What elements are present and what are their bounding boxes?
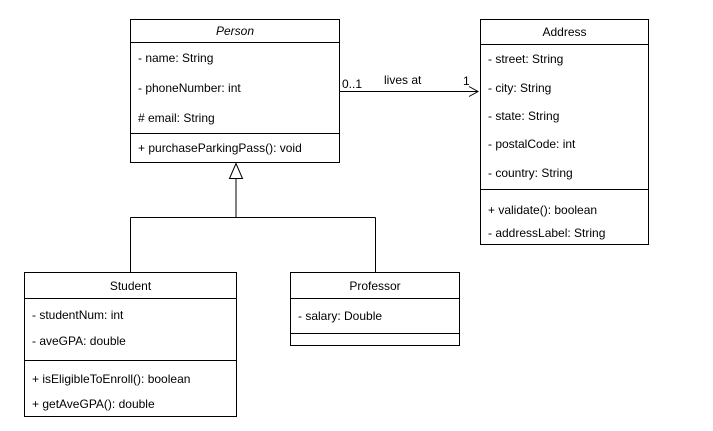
class-address-methods-compartment: + validate(): boolean - addressLabel: St… xyxy=(481,189,648,244)
method: + isEligibleToEnroll(): boolean xyxy=(32,371,191,386)
class-student-methods-compartment: + isEligibleToEnroll(): boolean + getAve… xyxy=(25,360,236,416)
attribute: - phoneNumber: int xyxy=(138,81,241,95)
class-person-methods-compartment: + purchaseParkingPass(): void xyxy=(131,133,339,162)
class-professor-methods-compartment xyxy=(291,333,459,345)
attribute: - country: String xyxy=(488,165,573,180)
class-professor-name: Professor xyxy=(291,273,459,299)
attribute: # email: String xyxy=(138,111,215,125)
method: + purchaseParkingPass(): void xyxy=(138,141,302,155)
method: - addressLabel: String xyxy=(488,225,606,240)
attribute: - name: String xyxy=(138,51,214,65)
class-student[interactable]: Student - studentNum: int - aveGPA: doub… xyxy=(24,272,237,417)
attribute: - postalCode: int xyxy=(488,137,576,152)
class-professor[interactable]: Professor - salary: Double xyxy=(290,272,460,346)
method: + getAveGPA(): double xyxy=(32,396,155,411)
association-open-arrowhead xyxy=(468,86,480,97)
attribute: - street: String xyxy=(488,52,564,67)
association-target-multiplicity: 1 xyxy=(463,74,470,88)
attribute: - state: String xyxy=(488,108,560,123)
attribute: - city: String xyxy=(488,80,552,95)
attribute: - salary: Double xyxy=(298,309,383,323)
method: + validate(): boolean xyxy=(488,202,598,217)
class-student-name: Student xyxy=(25,273,236,299)
class-person-name: Person xyxy=(131,20,339,43)
class-person-attributes-compartment: - name: String - phoneNumber: int # emai… xyxy=(131,43,339,133)
association-source-multiplicity: 0..1 xyxy=(342,77,363,91)
class-professor-attributes-compartment: - salary: Double xyxy=(291,299,459,333)
class-person[interactable]: Person - name: String - phoneNumber: int… xyxy=(130,19,340,163)
association-label-lives-at: lives at xyxy=(384,73,422,87)
attribute: - aveGPA: double xyxy=(32,334,126,348)
class-address[interactable]: Address - street: String - city: String … xyxy=(480,19,649,245)
class-address-name: Address xyxy=(481,20,648,45)
generalization-triangle-arrowhead xyxy=(228,162,244,179)
class-address-attributes-compartment: - street: String - city: String - state:… xyxy=(481,45,648,189)
attribute: - studentNum: int xyxy=(32,308,124,322)
class-student-attributes-compartment: - studentNum: int - aveGPA: double xyxy=(25,299,236,360)
